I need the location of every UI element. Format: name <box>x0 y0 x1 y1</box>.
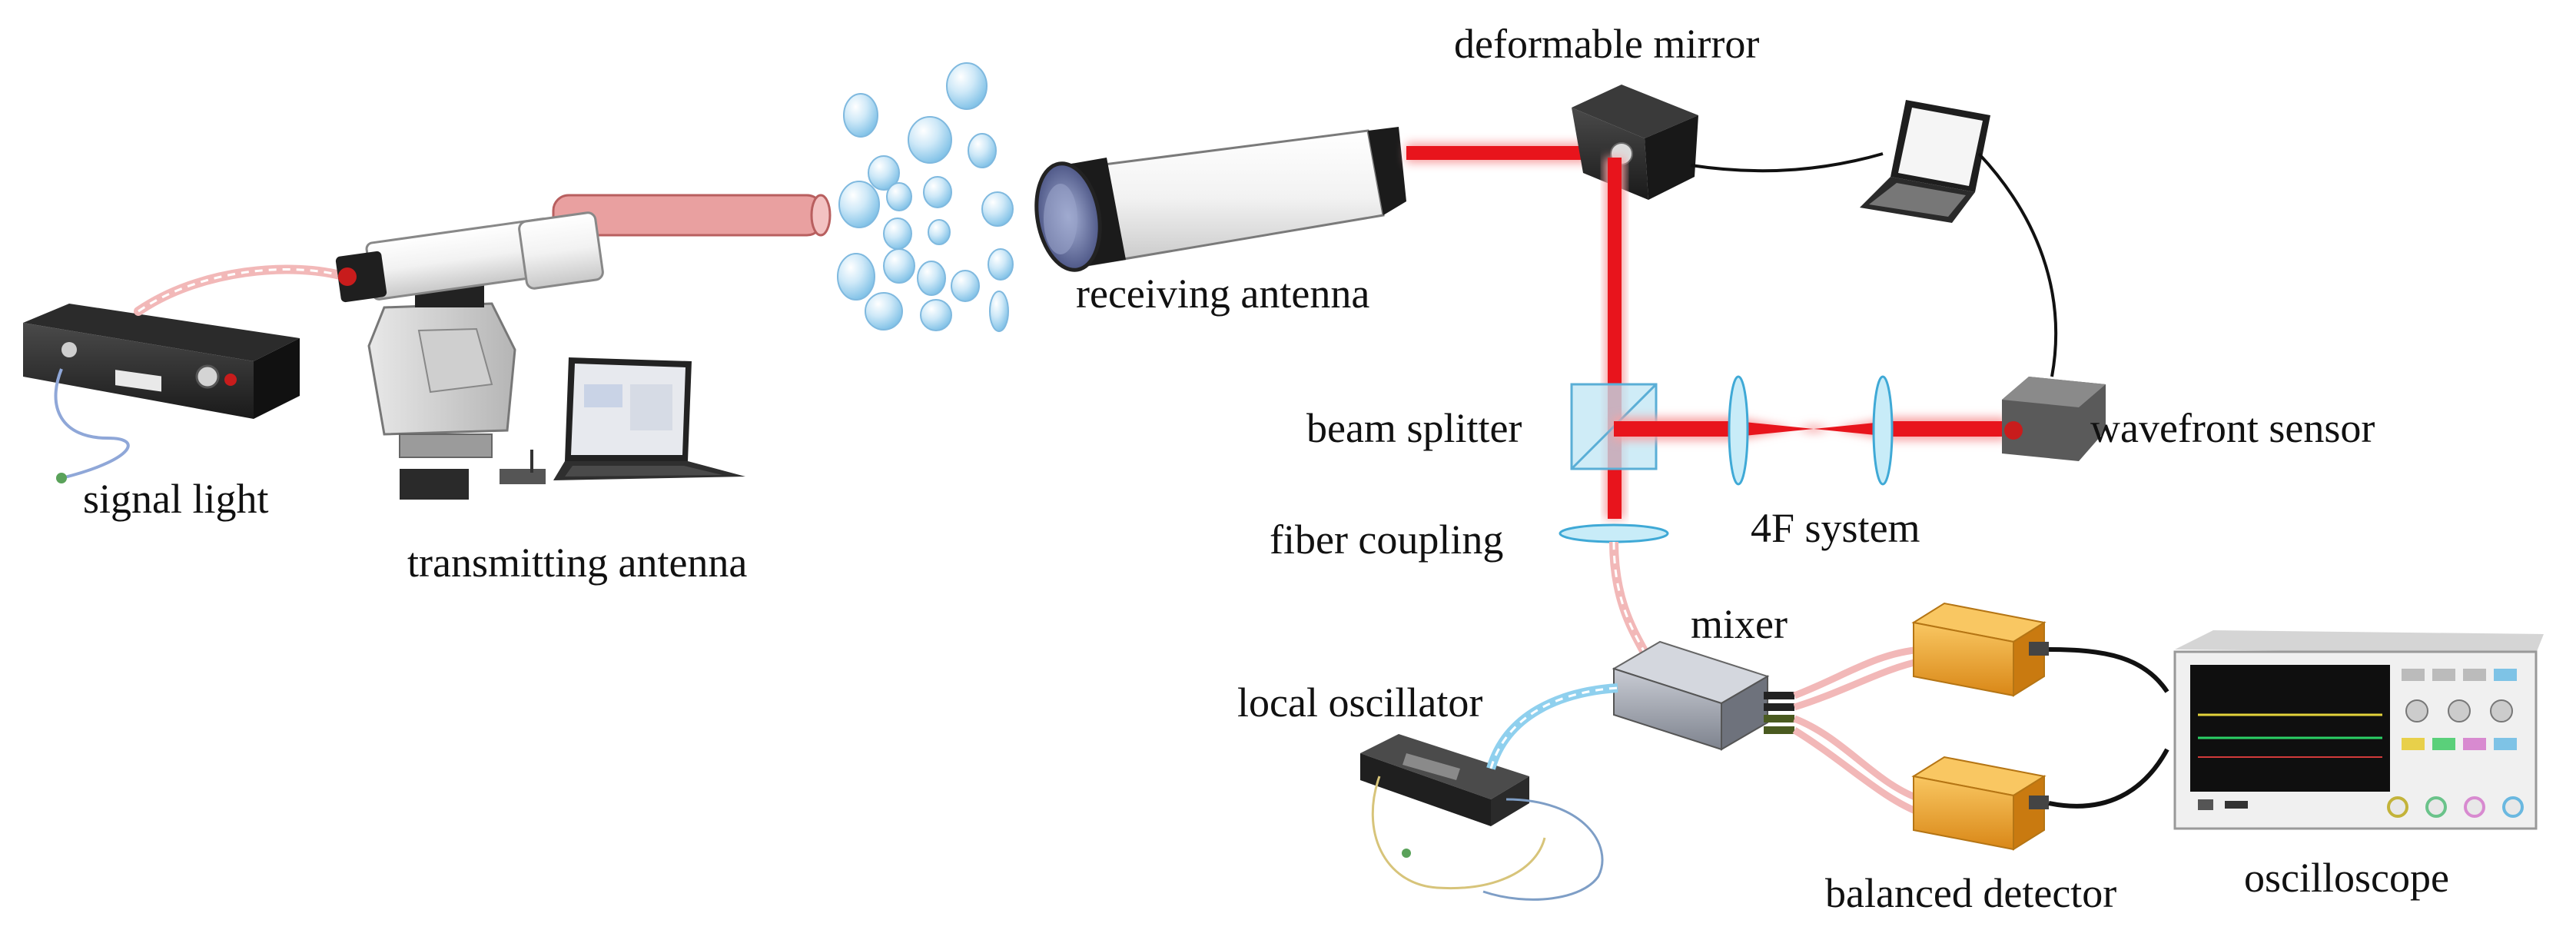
detector-cable-bottom <box>2048 748 2169 809</box>
control-laptop-icon <box>1860 100 1990 223</box>
atmospheric-droplets-icon <box>837 62 1014 332</box>
balanced-detector-icon <box>1911 602 2049 851</box>
label-receiving-antenna: receiving antenna <box>1076 271 1370 317</box>
oscilloscope-icon <box>2173 630 2544 830</box>
label-mixer: mixer <box>1691 601 1788 647</box>
fiber-coupling-icon <box>1559 523 1669 543</box>
deformable-mirror-icon <box>1572 85 1698 200</box>
label-4f-system: 4F system <box>1751 505 1920 551</box>
detector-cable-top <box>2048 647 2169 693</box>
local-oscillator-laser-icon <box>1360 734 1604 901</box>
optical-hybrid-mixer-icon <box>1612 640 1794 751</box>
wavefront-sensor-icon <box>2002 377 2106 461</box>
receiving-telescope-icon <box>1034 127 1406 272</box>
signal-laser-icon <box>23 304 300 483</box>
transmit-beam <box>552 194 832 237</box>
label-wavefront-sensor: wavefront sensor <box>2090 405 2375 451</box>
dm-control-cable <box>1690 152 1884 173</box>
transmitter-laptop-icon <box>553 357 745 480</box>
sensor-cable <box>1977 152 2058 377</box>
transmitting-telescope-icon <box>335 211 604 500</box>
horizontal-beam <box>1614 417 2006 440</box>
label-deformable-mirror: deformable mirror <box>1454 21 1760 67</box>
lo-fiber <box>1486 683 1618 770</box>
label-fiber-coupling: fiber coupling <box>1270 517 1504 563</box>
label-oscilloscope: oscilloscope <box>2244 855 2449 901</box>
mixer-to-detector-fibers <box>1792 646 1923 817</box>
label-signal-light: signal light <box>83 476 269 522</box>
label-beam-splitter: beam splitter <box>1306 405 1522 451</box>
lens-icon <box>1728 375 1894 486</box>
label-balanced-detector: balanced detector <box>1825 870 2117 916</box>
label-transmitting-antenna: transmitting antenna <box>407 540 748 586</box>
signal-fiber <box>134 264 350 316</box>
label-local-oscillator: local oscillator <box>1237 679 1483 726</box>
